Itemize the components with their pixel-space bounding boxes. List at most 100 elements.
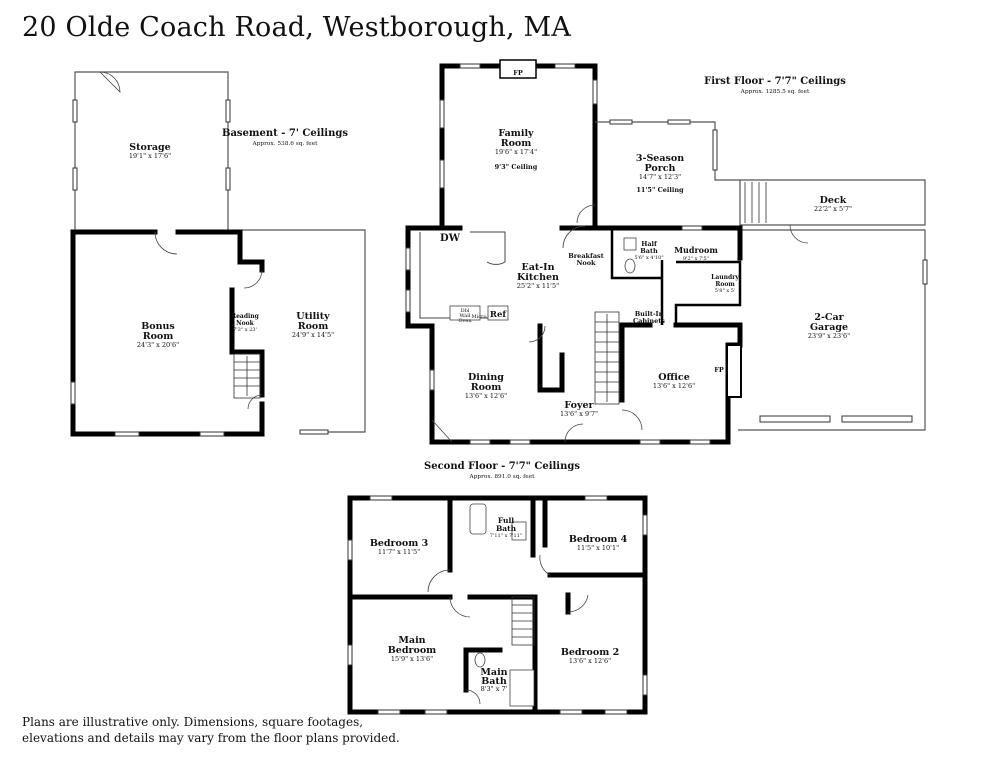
closet-door (528, 325, 546, 343)
bonus-room-walls (70, 229, 265, 437)
dining-name2: Room (471, 382, 502, 393)
foyer-name: Foyer (564, 400, 594, 411)
window (72, 167, 78, 191)
window (70, 381, 76, 405)
builtin-name1: Built-In (635, 310, 664, 318)
window (347, 539, 353, 561)
mainbath-size: 8'3" x 7' (481, 685, 508, 693)
window (604, 709, 628, 715)
first-floor-label: First Floor - 7'7" Ceilings (704, 76, 846, 87)
mainbed-name2: Bedroom (388, 645, 436, 656)
family-fireplace (499, 59, 537, 79)
reading-name1: Reading (231, 313, 260, 320)
window (114, 431, 140, 437)
breakfast-name2: Nook (576, 259, 596, 267)
toilet (624, 258, 636, 274)
storage-walls (74, 71, 229, 230)
deck-name: Deck (820, 195, 847, 206)
window (439, 159, 445, 189)
second-floor-stairs (511, 596, 535, 646)
window (225, 167, 231, 191)
bonus-name1: Bonus (141, 321, 175, 332)
window (681, 225, 703, 231)
halfbath-name2: Bath (640, 247, 658, 255)
window (299, 429, 329, 435)
bed3-size: 11'7" x 11'5" (378, 548, 420, 556)
foyer-size: 13'6" x 9'7" (560, 410, 598, 418)
toilet (474, 652, 486, 668)
window (922, 259, 928, 285)
bathtub (469, 503, 487, 535)
page-title: 20 Olde Coach Road, Westborough, MA (22, 12, 572, 43)
window (509, 439, 531, 445)
window (429, 369, 435, 391)
mudroom-size: 9'2" x 7'5" (683, 256, 709, 262)
wall (467, 594, 538, 715)
family-name2: Room (501, 138, 532, 149)
bedroom2-door (567, 594, 589, 613)
oven-label-3: Oven (458, 318, 472, 324)
micro-label: Micro (472, 314, 487, 320)
laundry-size: 5'8" x 5' (715, 288, 736, 294)
second-floor-label: Second Floor - 7'7" Ceilings (424, 461, 580, 472)
window (459, 63, 481, 69)
window (554, 63, 576, 69)
mainbath-name1: Main (480, 667, 507, 678)
main-bath-door (465, 689, 481, 705)
storage-door (99, 71, 121, 93)
closet-wall (537, 323, 565, 393)
fullbath-name1: Full (498, 516, 514, 525)
oven-label-2: Wall (460, 313, 471, 319)
fullbath-name2: Bath (496, 524, 517, 533)
window (592, 79, 598, 105)
oven-label-1: Dbl (461, 308, 470, 314)
storage-size: 19'1" x 17'6" (129, 152, 171, 160)
breakfast-name1: Breakfast (568, 252, 603, 260)
reading-name2: Nook (236, 320, 254, 327)
refrigerator (487, 305, 509, 321)
window (559, 709, 583, 715)
first-floor-stairs (594, 311, 620, 405)
window (369, 495, 393, 501)
bedroom3-door (427, 569, 451, 593)
garage-door (759, 415, 831, 423)
window (405, 289, 411, 313)
ref-label: Ref (490, 310, 507, 320)
basement-label: Basement - 7' Ceilings (222, 128, 348, 139)
window (584, 495, 608, 501)
disclaimer-line-1: Plans are illustrative only. Dimensions,… (22, 715, 364, 729)
reading-size: 7'3" x 23' (233, 327, 257, 333)
bonus-name2: Room (143, 331, 174, 342)
porch-name2: Porch (645, 163, 676, 174)
basement-area: Approx. 538.6 sq. feet (252, 141, 319, 147)
wall (673, 322, 743, 348)
nook-door (243, 269, 263, 289)
utility-name2: Room (298, 321, 329, 332)
deck-stairs (744, 182, 767, 223)
deck-outline (739, 179, 926, 226)
window (72, 99, 78, 123)
office-size: 13'6" x 12'6" (653, 382, 695, 390)
dining-name1: Dining (468, 372, 504, 383)
utility-name1: Utility (296, 311, 330, 322)
office-door (621, 409, 643, 431)
kitchen-island (470, 231, 506, 265)
office-name: Office (658, 372, 690, 383)
breakfast-door (562, 225, 586, 249)
garage-size: 23'9" x 23'6" (808, 332, 850, 340)
porch-door (576, 204, 596, 224)
halfbath-name1: Half (641, 240, 658, 248)
window (667, 119, 691, 125)
bed4-name: Bedroom 4 (569, 534, 628, 545)
window (439, 99, 445, 129)
basement-stairs (233, 353, 261, 399)
bed4-size: 11'5" x 10'1" (577, 544, 619, 552)
sink (623, 237, 637, 251)
mainbed-name1: Main (398, 635, 425, 646)
wall (175, 229, 265, 273)
deck-door (789, 224, 809, 244)
office-fp-label: FP (714, 366, 724, 374)
window (642, 674, 648, 696)
sink (511, 521, 527, 541)
